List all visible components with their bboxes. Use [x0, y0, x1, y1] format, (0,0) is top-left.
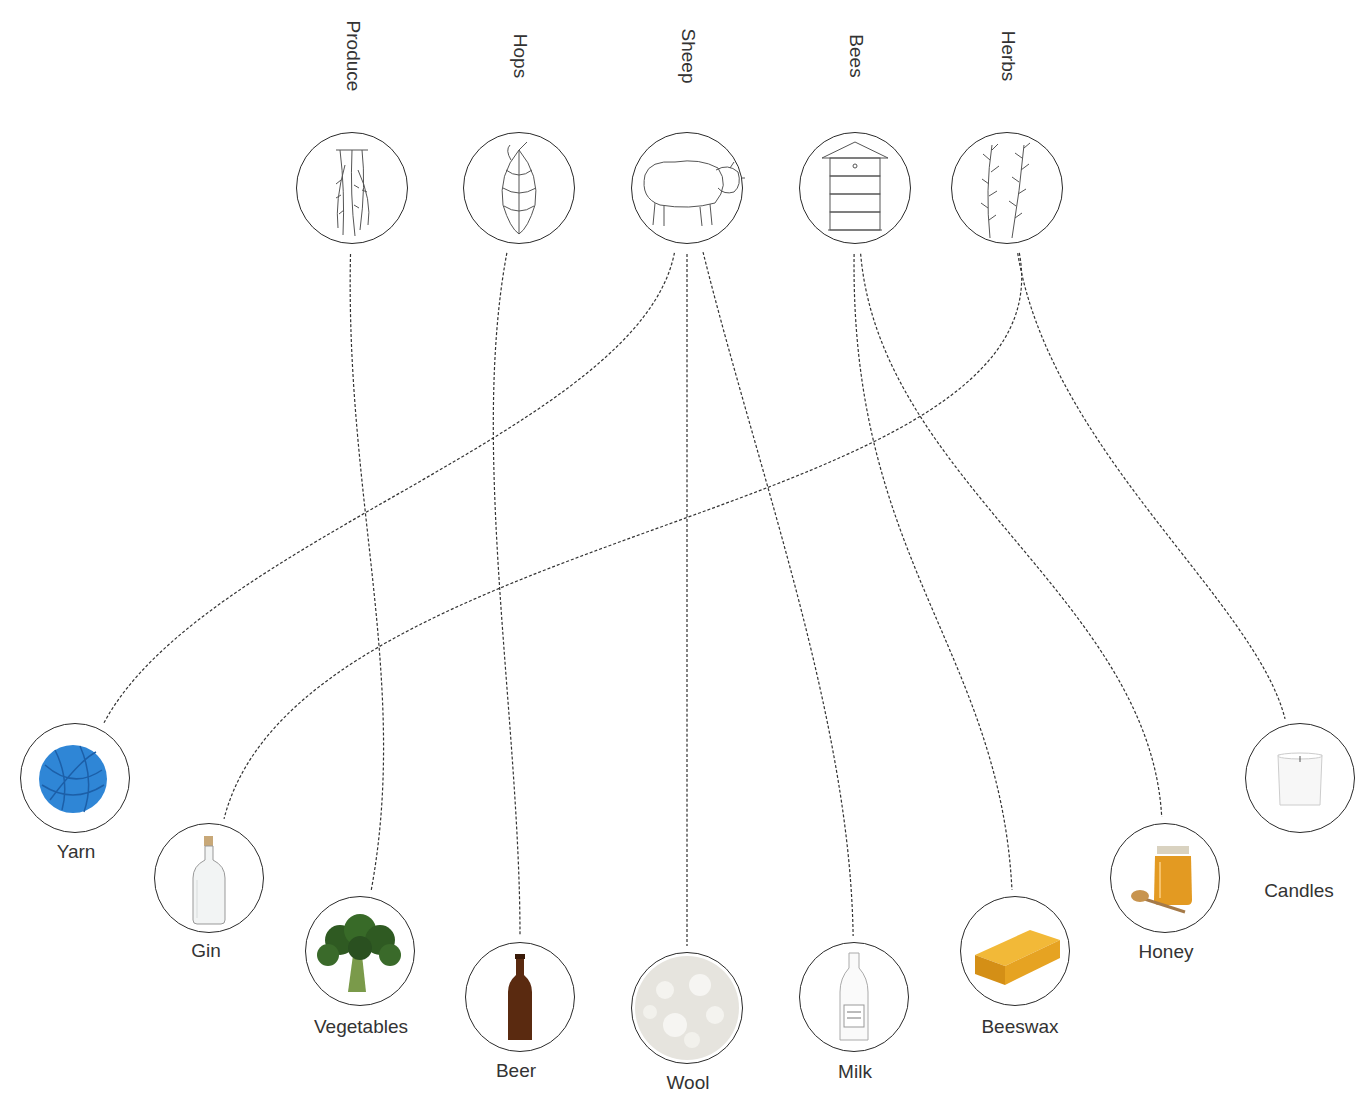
node-label: Herbs	[997, 31, 1019, 82]
dashed-connector	[103, 253, 674, 724]
product-circle: Beer	[465, 942, 575, 1052]
candle-icon	[1278, 753, 1322, 805]
node-label: Hops	[509, 34, 531, 78]
gin-bottle-icon	[193, 836, 225, 924]
product-circle: Beeswax	[960, 896, 1070, 1006]
node-label: Gin	[191, 940, 221, 962]
dashed-connector	[854, 254, 1012, 890]
produce-icon	[336, 150, 369, 236]
dashed-connector	[350, 254, 383, 891]
milk-bottle-icon	[840, 953, 868, 1040]
source-circle: Produce	[296, 132, 408, 244]
source-circle: Hops	[463, 132, 575, 244]
product-circle: Gin	[154, 823, 264, 933]
node-label: Produce	[342, 21, 364, 92]
node-label: Sheep	[677, 29, 699, 84]
node-label: Honey	[1139, 941, 1194, 963]
dashed-connector	[224, 253, 1022, 819]
node-label: Wool	[667, 1072, 710, 1094]
wool-icon	[635, 956, 739, 1060]
hive-icon	[822, 142, 888, 230]
broccoli-icon	[317, 914, 401, 992]
dashed-connector	[703, 252, 853, 936]
dashed-connector	[1018, 253, 1285, 719]
product-circle: Milk	[799, 942, 909, 1052]
product-circle: Honey	[1110, 823, 1220, 933]
source-circle: Sheep	[631, 132, 743, 244]
node-label: Beer	[496, 1060, 536, 1082]
node-label: Vegetables	[314, 1016, 408, 1038]
product-circle: Wool	[631, 952, 743, 1064]
product-circle: Candles	[1245, 723, 1355, 833]
beeswax-icon	[975, 930, 1060, 985]
yarn-icon	[39, 745, 107, 813]
node-label: Bees	[845, 34, 867, 77]
product-circle: Yarn	[20, 723, 130, 833]
source-circle: Bees	[799, 132, 911, 244]
dashed-connector	[493, 253, 520, 936]
node-label: Beeswax	[981, 1016, 1058, 1038]
source-circle: Herbs	[951, 132, 1063, 244]
beer-bottle-icon	[508, 954, 532, 1040]
node-label: Yarn	[57, 841, 96, 863]
product-circle: Vegetables	[305, 896, 415, 1006]
node-label: Candles	[1264, 880, 1334, 902]
dashed-connector	[861, 254, 1162, 817]
sheep-icon	[644, 161, 745, 226]
hops-icon	[502, 142, 536, 234]
dashed-connector	[686, 254, 687, 946]
herbs-icon	[981, 143, 1030, 238]
honey-jar-icon	[1131, 846, 1192, 912]
node-label: Milk	[838, 1061, 872, 1083]
